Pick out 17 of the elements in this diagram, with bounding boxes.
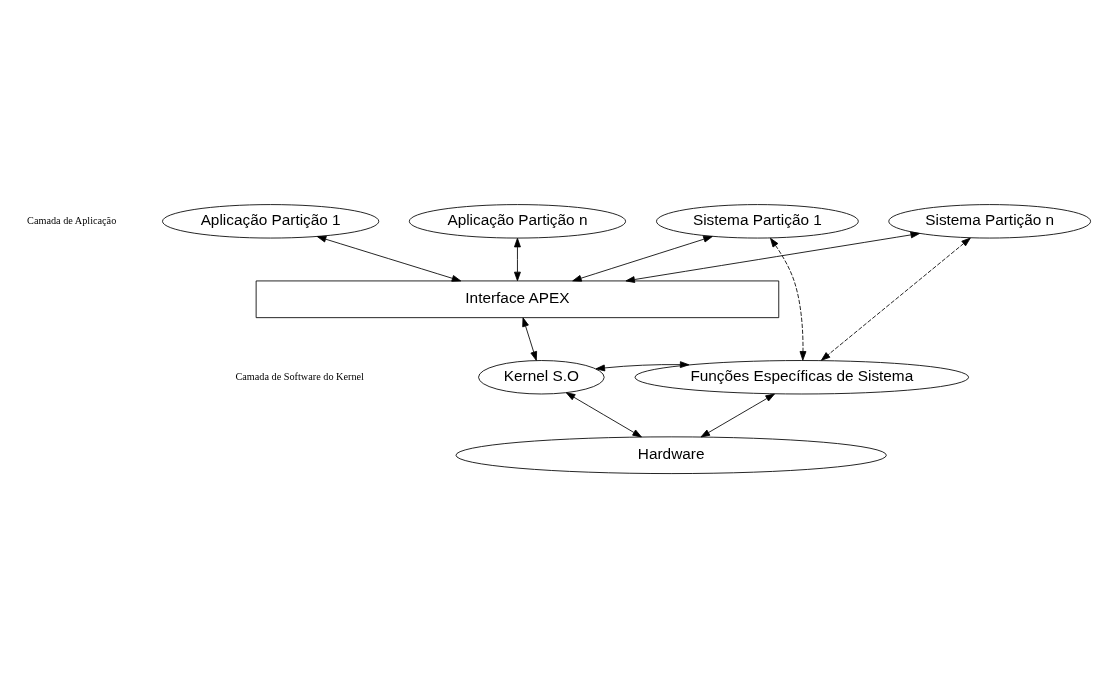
arrow [595,360,690,371]
node-ellipse: Aplicação Partição n [408,203,626,238]
arrow [514,237,521,281]
node-ellipse: Sistema Partição 1 [656,203,859,238]
arrow [820,237,971,361]
arrow [770,237,807,360]
node-box: Interface APEX [255,280,780,318]
arrow [316,235,462,282]
arrow [625,231,920,283]
arrow [522,316,538,361]
arrow [700,393,775,437]
arrow [572,235,713,282]
label: Camada de Aplicação [27,214,117,226]
node-ellipse: Aplicação Partição 1 [162,203,380,238]
node-ellipse: Hardware [455,435,887,474]
label: Camada de Software do Kernel [235,370,364,382]
arrow [565,391,642,437]
